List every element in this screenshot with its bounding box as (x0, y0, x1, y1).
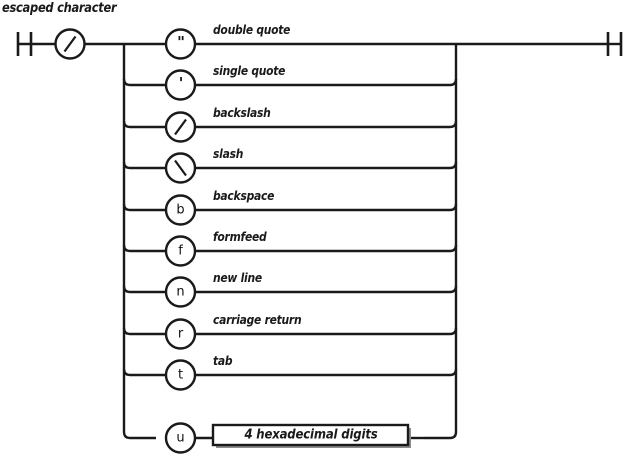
row-5-merge-curve (449, 244, 458, 253)
glyph-backslash-stroke (174, 118, 187, 136)
left-fork-rail (122, 44, 156, 440)
row-8-left-stub (122, 368, 166, 377)
token-circle-unicode-escape (164, 422, 197, 454)
row-3-left-stub (122, 161, 166, 170)
start-terminator-icon (16, 32, 55, 56)
row-7-left-stub (122, 327, 166, 336)
row-5-left-stub (122, 244, 166, 253)
hex-box-outline (211, 423, 410, 447)
token-circle-new-line (164, 276, 197, 308)
branch-label-tab: tab (213, 353, 233, 368)
branch-label-backslash: backslash (213, 105, 271, 120)
branch-label-new-line: new line (213, 270, 262, 285)
token-glyph-unicode-escape: u (176, 430, 185, 446)
token-glyph-double-quote: " (177, 33, 185, 51)
row-1-left-stub (122, 78, 166, 87)
token-circle-formfeed (164, 235, 197, 267)
token-circle-tab (164, 359, 197, 391)
branch-label-single-quote: single quote (213, 63, 286, 78)
branch-label-slash: slash (213, 146, 244, 161)
right-merge-rail (424, 44, 458, 440)
token-circle-single-quote (164, 69, 197, 101)
branch-label-double-quote: double quote (213, 22, 291, 37)
token-circle-double-quote (164, 28, 197, 60)
diagram-title: escaped character (2, 1, 117, 16)
prefix-backslash-node (54, 28, 86, 60)
branch-label-carriage-return: carriage return (213, 312, 302, 327)
row-6-merge-curve (449, 285, 458, 294)
branch-label-backspace: backspace (213, 188, 275, 203)
row-2-merge-curve (449, 120, 458, 129)
token-glyph-carriage-return: r (177, 326, 184, 342)
token-glyph-tab: t (177, 367, 184, 383)
branch-label-formfeed: formfeed (213, 229, 267, 244)
token-glyph-backspace: b (176, 202, 185, 218)
row-8-merge-curve (449, 368, 458, 377)
hex-box-label: 4 hexadecimal digits (244, 427, 378, 443)
row-4-left-stub (122, 203, 166, 212)
token-glyph-single-quote: ' (178, 74, 183, 92)
row-1-merge-curve (449, 78, 458, 87)
token-circle-backspace (164, 194, 197, 226)
token-glyph-formfeed: f (178, 243, 183, 259)
row-6-left-stub (122, 285, 166, 294)
end-terminator-icon (606, 32, 623, 56)
row-3-merge-curve (449, 161, 458, 170)
row-4-merge-curve (449, 203, 458, 212)
row-7-merge-curve (449, 327, 458, 336)
glyph-slash-stroke (174, 159, 187, 177)
token-glyph-new-line: n (176, 284, 185, 300)
token-circle-carriage-return (164, 318, 197, 350)
row-2-left-stub (122, 120, 166, 129)
